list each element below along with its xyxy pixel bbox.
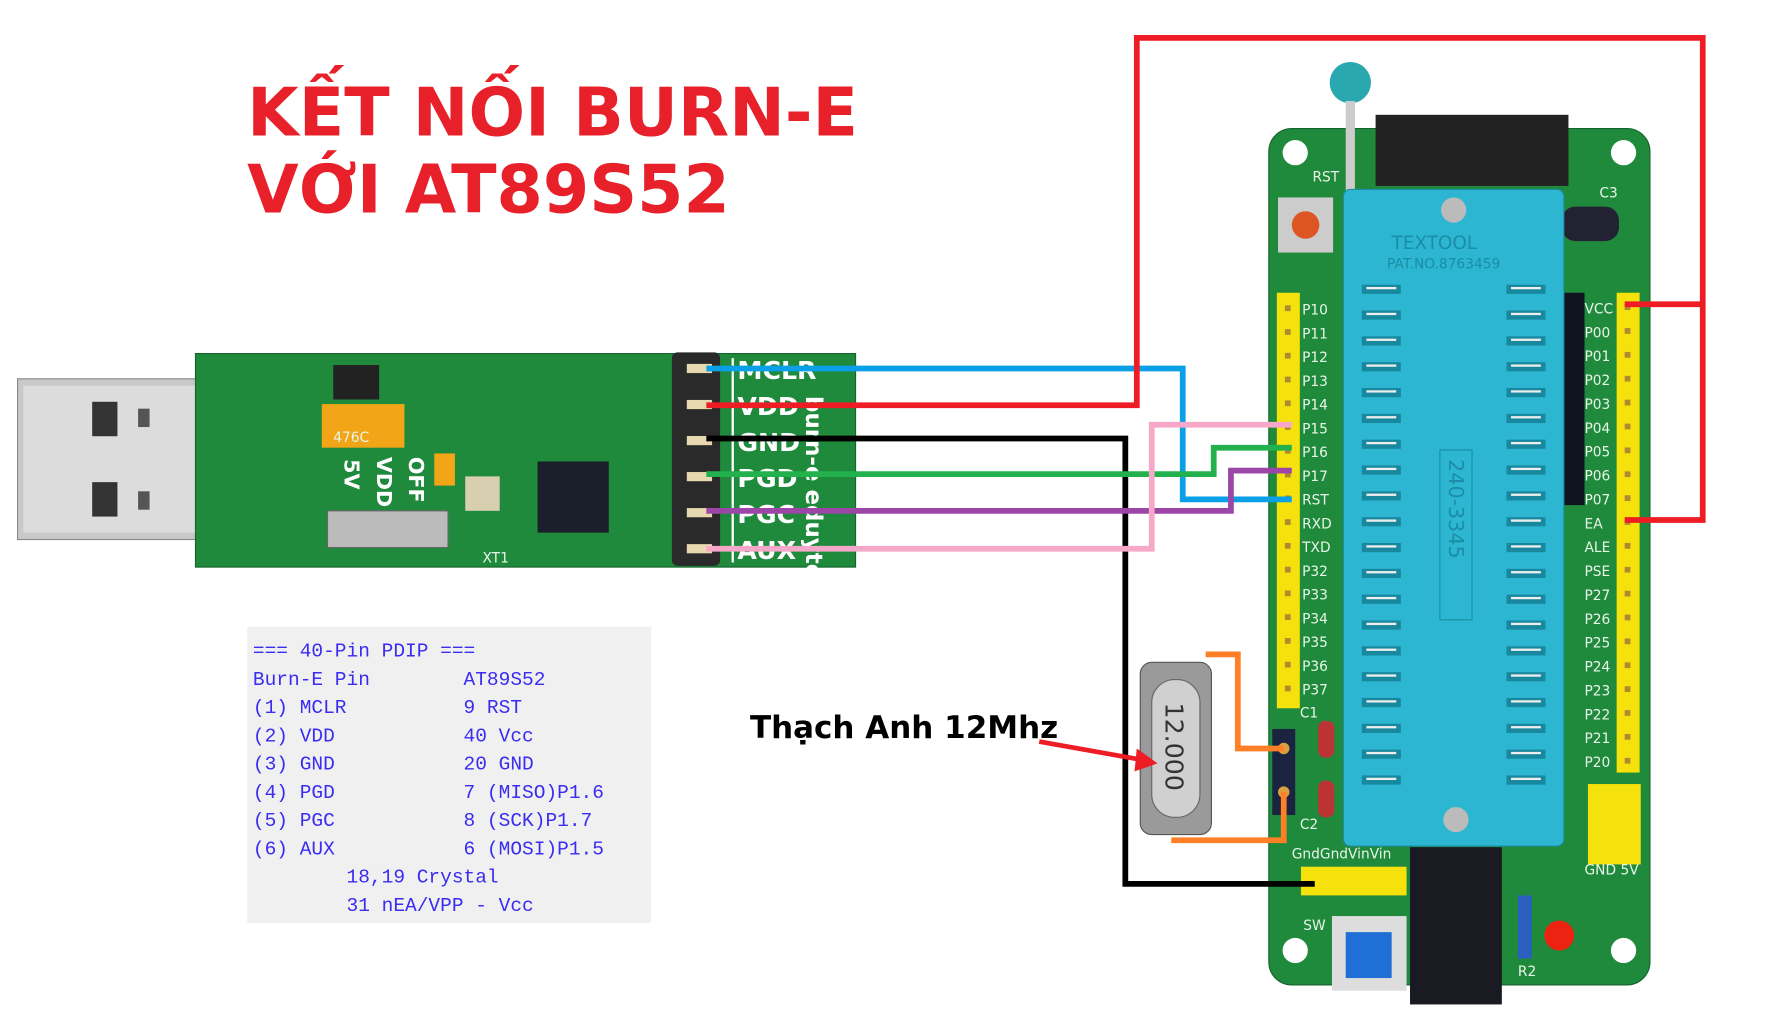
- title-line-2: VỚI AT89S52: [247, 150, 730, 228]
- wire-vdd: [706, 35, 1706, 523]
- left-pin-label: P36: [1302, 659, 1328, 675]
- left-pin-label: P37: [1302, 683, 1328, 699]
- table-line: (3) GND 20 GND: [253, 754, 534, 776]
- wire-mclr: [706, 365, 1292, 503]
- header-pin: [686, 472, 713, 482]
- table-line: === 40-Pin PDIP ===: [253, 641, 475, 663]
- left-pin-label: P10: [1302, 303, 1328, 319]
- arrow-icon: [1038, 739, 1158, 772]
- label-off: OFF: [404, 457, 428, 503]
- zif-lever-knob[interactable]: [1329, 61, 1371, 104]
- socket-brand: TEXTOOL: [1391, 233, 1478, 254]
- dc-jack: [1410, 847, 1502, 1005]
- table-line: (1) MCLR 9 RST: [253, 697, 522, 719]
- header-pin: [686, 363, 713, 374]
- c2-label: C2: [1300, 817, 1318, 833]
- right-pin-label: P24: [1585, 660, 1611, 676]
- table-line: 18,19 Crystal: [253, 867, 499, 889]
- power-pins-label: GndGndVinVin: [1292, 847, 1392, 863]
- rst-label: RST: [1312, 169, 1339, 185]
- left-pin-label: P15: [1302, 421, 1328, 437]
- left-pin-label: P12: [1302, 350, 1328, 366]
- header-pin: [686, 435, 713, 446]
- header-pin: [686, 399, 713, 410]
- left-pin-label: P11: [1302, 326, 1328, 342]
- burn-e-pin-label: PGD: [737, 464, 797, 493]
- right-pin-label: EA: [1585, 516, 1604, 532]
- left-pin-label: TXD: [1301, 540, 1330, 556]
- label-xt1: XT1: [482, 550, 508, 566]
- right-pin-label: P05: [1585, 445, 1611, 461]
- right-pin-label: P06: [1585, 469, 1611, 485]
- power-header: [1300, 866, 1407, 896]
- right-pin-label: P03: [1585, 397, 1611, 413]
- left-pin-label: P16: [1302, 445, 1328, 461]
- at89s52-dev-board: RST C3 TEXTOOL PAT.NO.8763459 240-3345 P…: [1268, 61, 1651, 1005]
- wire-crystal-1: [1205, 651, 1284, 752]
- brand-label: burn-e eduytech.com: [800, 396, 826, 671]
- burn-e-pin-label: GND: [737, 428, 800, 457]
- socket-pat: PAT.NO.8763459: [1387, 257, 1500, 273]
- right-pin-label: P22: [1585, 707, 1611, 723]
- right-pin-label: ALE: [1585, 540, 1611, 556]
- c3-label: C3: [1599, 185, 1617, 201]
- left-pin-label: P17: [1302, 469, 1328, 485]
- right-pin-label: PSE: [1585, 564, 1611, 580]
- right-pin-label: P04: [1585, 421, 1611, 437]
- header-pin: [686, 508, 713, 518]
- burn-e-pin-label: PGC: [737, 500, 795, 529]
- title-line-1: KẾT NỐI BURN-E: [247, 65, 858, 151]
- right-pin-label: P27: [1585, 588, 1611, 604]
- wire-aux: [706, 421, 1292, 552]
- left-pin-label: P32: [1302, 564, 1328, 580]
- right-pin-label: P20: [1585, 755, 1611, 771]
- socket-model: 240-3345: [1444, 459, 1468, 558]
- table-line: (2) VDD 40 Vcc: [253, 725, 534, 747]
- wires: [706, 35, 1706, 887]
- zif-lever[interactable]: [1345, 101, 1355, 251]
- left-pin-label: RST: [1302, 493, 1329, 509]
- right-pin-label: P21: [1585, 731, 1611, 747]
- right-pin-label: P25: [1585, 636, 1611, 652]
- right-pin-label: P07: [1585, 492, 1611, 508]
- gnd-5v-header: [1587, 784, 1641, 865]
- label-5v: 5V: [340, 459, 364, 489]
- table-line: 31 nEA/VPP - Vcc: [253, 895, 534, 917]
- left-pin-label: P14: [1302, 398, 1328, 414]
- table-line: (4) PGD 7 (MISO)P1.6: [253, 782, 604, 804]
- pin-mapping-table: === 40-Pin PDIP === Burn-E Pin AT89S52 (1)…: [247, 626, 652, 923]
- left-pin-label: RXD: [1302, 516, 1332, 532]
- left-pin-label: P13: [1302, 374, 1328, 390]
- right-pin-label: VCC: [1585, 301, 1614, 317]
- crystal-12mhz: 12.000: [1139, 661, 1212, 836]
- zif-socket: [1342, 188, 1565, 847]
- wire-gnd: [706, 435, 1315, 887]
- table-line: Burn-E Pin AT89S52: [253, 669, 546, 691]
- left-pin-label: P33: [1302, 588, 1328, 604]
- left-pin-label: P34: [1302, 611, 1328, 627]
- table-line: (6) AUX 6 (MOSI)P1.5: [253, 838, 604, 860]
- table-line: (5) PGC 8 (SCK)P1.7: [253, 810, 592, 832]
- c1-label: C1: [1300, 705, 1318, 721]
- crystal-label: Thạch Anh 12Mhz: [750, 710, 1058, 746]
- wire-pgd: [706, 444, 1292, 477]
- right-pin-label: P01: [1585, 349, 1611, 365]
- right-pin-label: P02: [1585, 373, 1611, 389]
- gnd-5v-label: GND 5V: [1585, 863, 1640, 879]
- header-pin: [686, 544, 713, 554]
- label-vdd: VDD: [372, 457, 396, 507]
- cap-label: 476C: [333, 430, 369, 446]
- left-pin-label: P35: [1302, 635, 1328, 651]
- wire-pgc: [706, 467, 1292, 514]
- wire-crystal-2: [1171, 792, 1287, 844]
- crystal-marking: 12.000: [1160, 703, 1189, 791]
- right-pin-label: P00: [1585, 325, 1611, 341]
- sw-label: SW: [1303, 918, 1326, 934]
- r2-label: R2: [1518, 964, 1536, 980]
- right-pin-label: P23: [1585, 683, 1611, 699]
- right-pin-label: P26: [1585, 612, 1611, 628]
